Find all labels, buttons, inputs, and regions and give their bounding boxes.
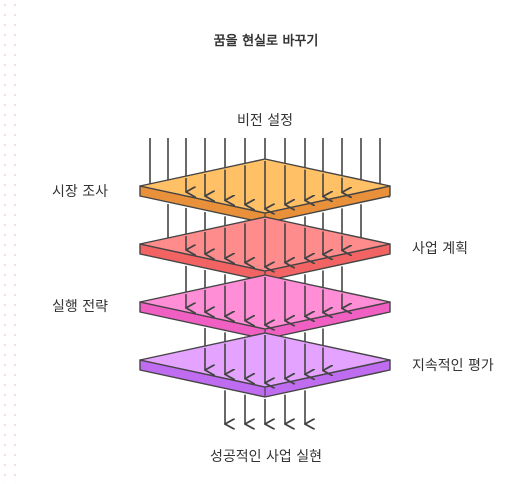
label-vision: 비전 설정 [237,113,293,129]
label-success: 성공적인 사업 실현 [210,449,322,465]
label-continuous-evaluation: 지속적인 평가 [412,358,494,374]
label-business-plan: 사업 계획 [412,241,468,257]
label-execution-strategy: 실행 전략 [52,299,108,315]
diagram-title: 꿈을 현실로 바꾸기 [213,34,319,49]
label-market-research: 시장 조사 [52,184,108,200]
dotted-background [0,0,22,484]
